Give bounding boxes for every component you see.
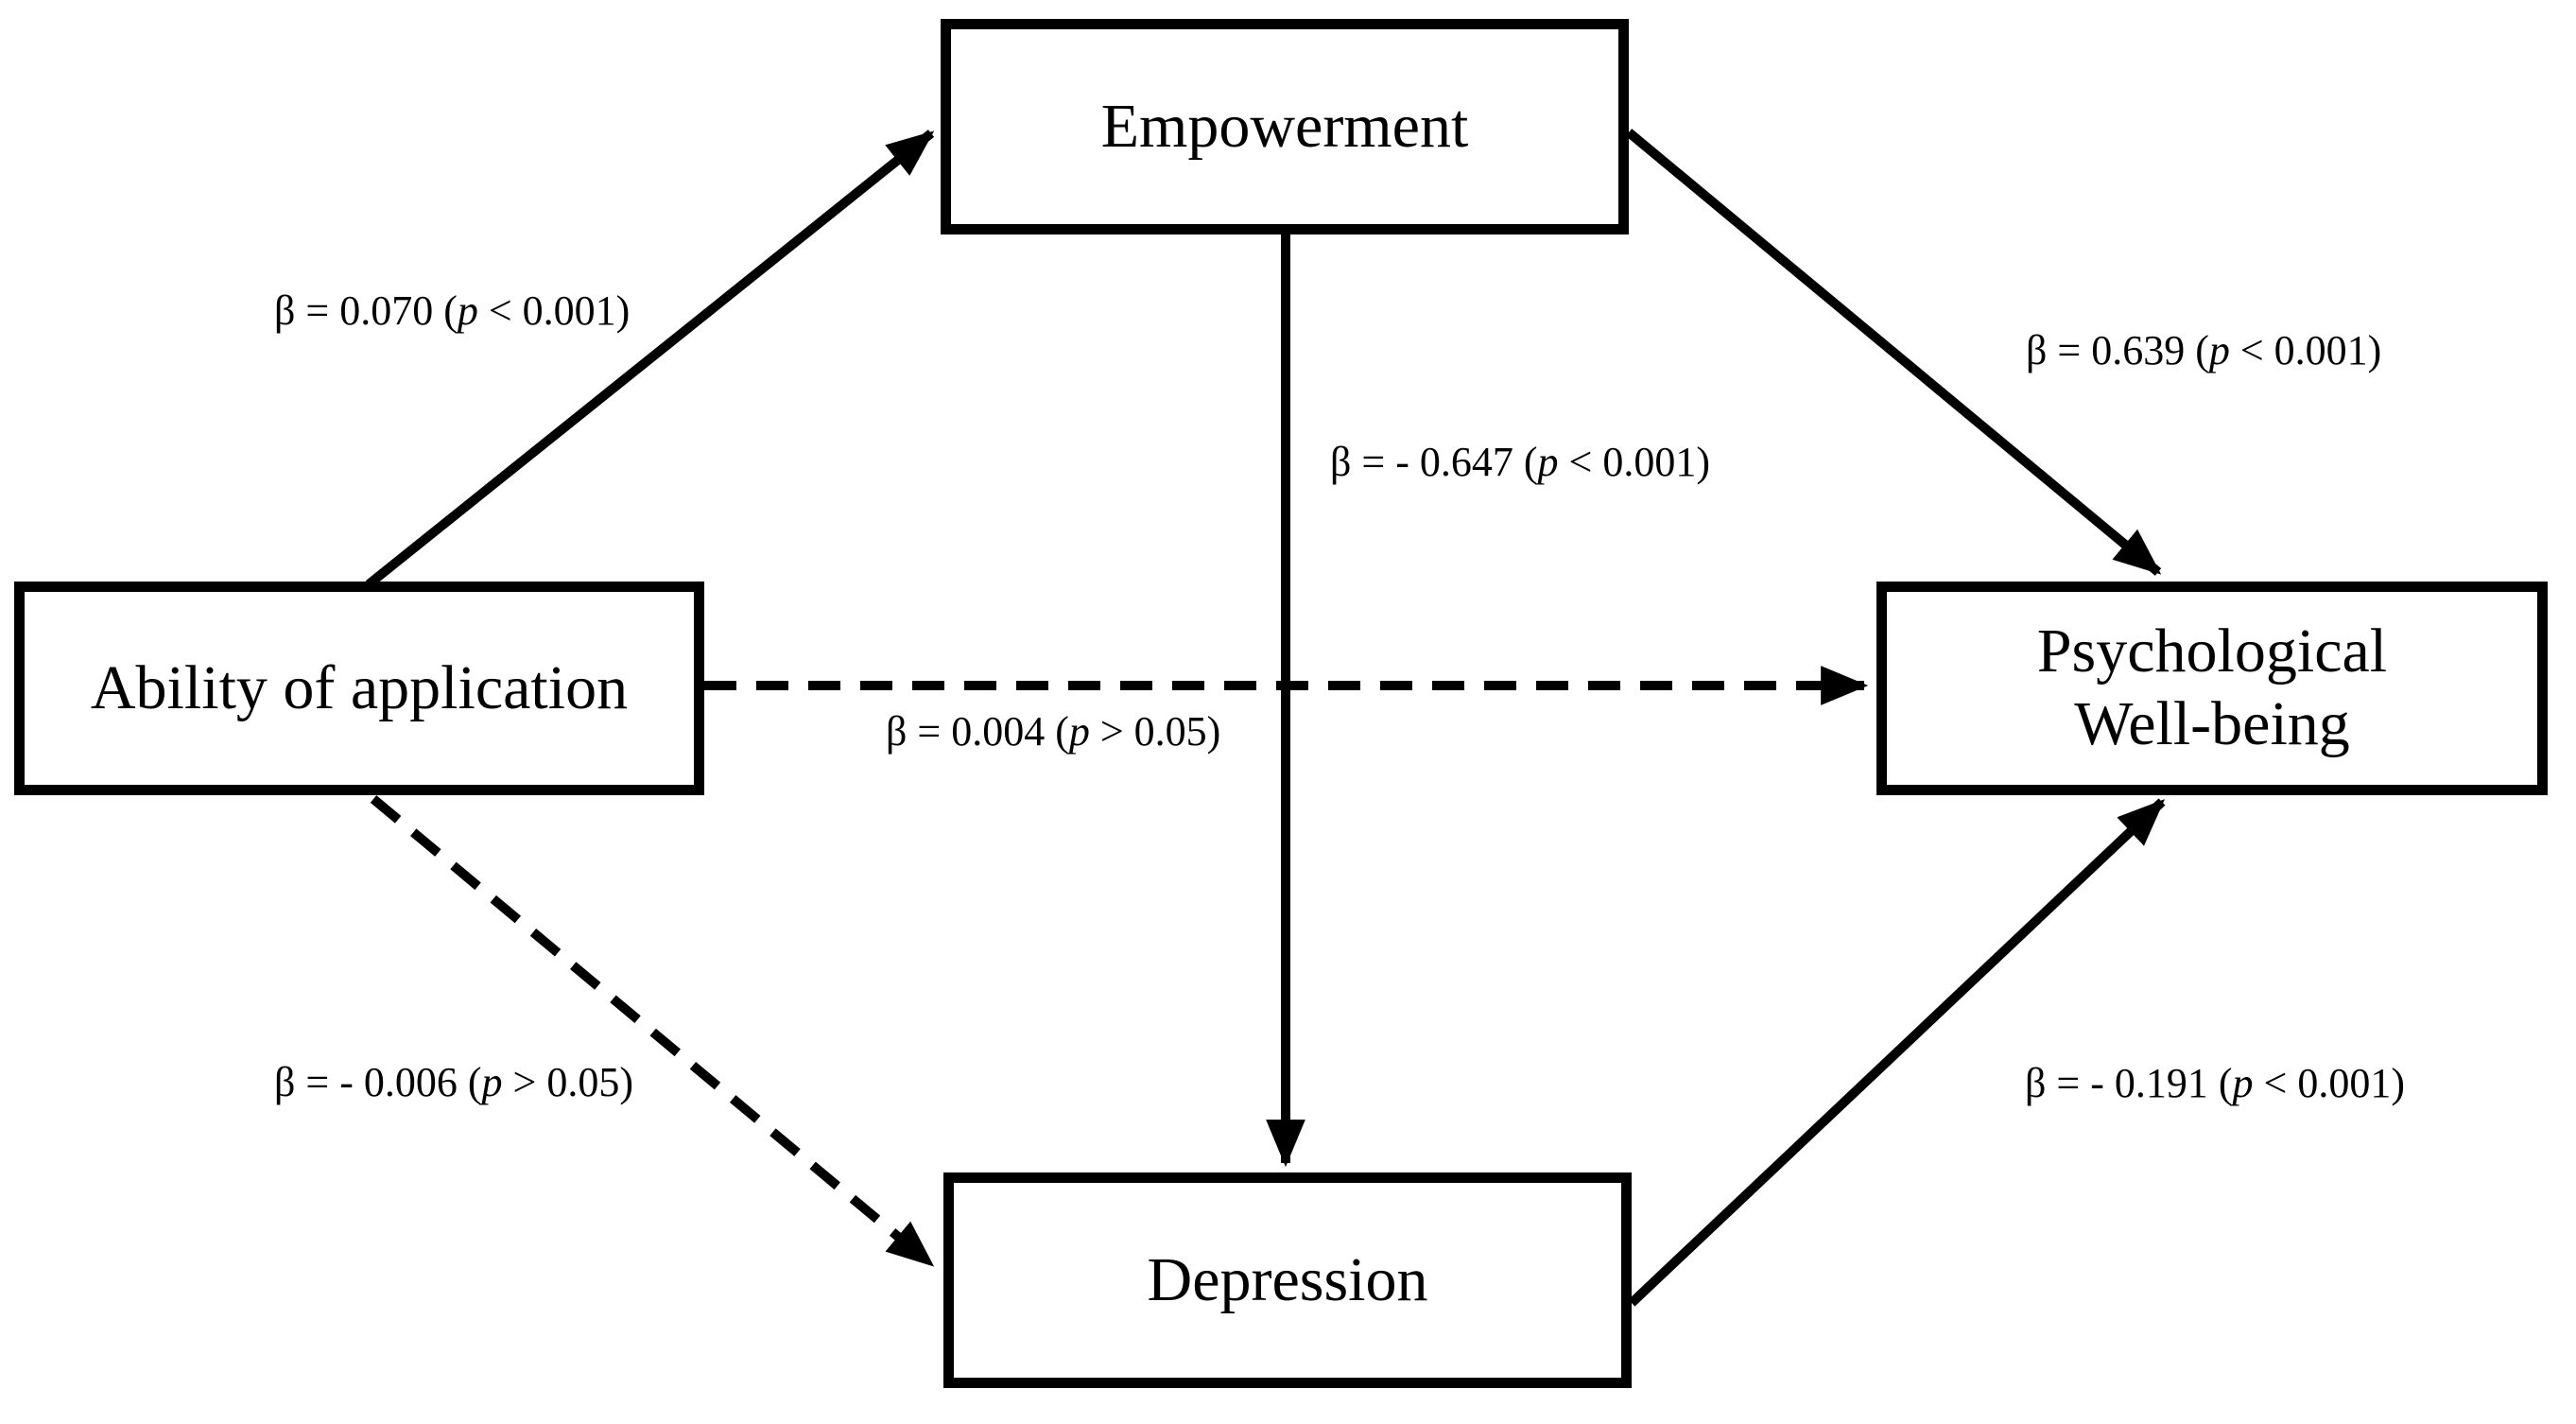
node-depression-label: Depression xyxy=(1147,1244,1428,1314)
node-empowerment-label: Empowerment xyxy=(1100,91,1469,161)
p-symbol: p xyxy=(1537,439,1559,485)
beta-text: β = - 0.006 ( xyxy=(274,1059,482,1105)
node-psychological-well-being: Psychological Well-being xyxy=(1876,582,2548,795)
arrow-ability-to-depression xyxy=(370,795,935,1268)
beta-text: β = - 0.191 ( xyxy=(2025,1060,2233,1106)
arrow-ability-to-empowerment xyxy=(365,130,935,588)
p-value-text: < 0.001) xyxy=(1558,439,1710,485)
beta-text: β = 0.004 ( xyxy=(886,708,1069,755)
coefficient-label-ability-to-depression: β = - 0.006 (p > 0.05) xyxy=(274,1058,633,1108)
node-wellbeing-label-line1: Psychological xyxy=(2036,616,2388,686)
beta-text: β = - 0.647 ( xyxy=(1330,439,1538,485)
node-ability-label: Ability of application xyxy=(90,652,629,722)
p-value-text: < 0.001) xyxy=(477,287,631,334)
beta-text: β = 0.070 ( xyxy=(274,287,458,334)
p-value-text: > 0.05) xyxy=(502,1059,633,1105)
coefficient-label-empowerment-to-wellbeing: β = 0.639 (p < 0.001) xyxy=(2026,326,2381,376)
node-empowerment: Empowerment xyxy=(941,19,1629,234)
p-symbol: p xyxy=(2232,1060,2254,1106)
p-value-text: < 0.001) xyxy=(2229,327,2382,373)
node-depression: Depression xyxy=(943,1172,1632,1388)
p-symbol: p xyxy=(1068,708,1090,755)
p-value-text: > 0.05) xyxy=(1089,708,1221,755)
coefficient-label-depression-to-wellbeing: β = - 0.191 (p < 0.001) xyxy=(2025,1059,2405,1109)
coefficient-label-ability-to-empowerment: β = 0.070 (p < 0.001) xyxy=(274,287,630,337)
coefficient-label-ability-to-wellbeing: β = 0.004 (p > 0.05) xyxy=(886,707,1220,757)
p-symbol: p xyxy=(481,1059,503,1105)
arrow-depression-to-wellbeing xyxy=(1628,798,2166,1307)
p-symbol: p xyxy=(457,287,478,334)
node-wellbeing-label-line2: Well-being xyxy=(2074,689,2350,758)
p-symbol: p xyxy=(2208,327,2230,373)
arrow-empowerment-to-wellbeing xyxy=(1625,129,2162,576)
p-value-text: < 0.001) xyxy=(2253,1060,2405,1106)
node-ability-of-application: Ability of application xyxy=(14,582,704,795)
beta-text: β = 0.639 ( xyxy=(2026,327,2209,373)
coefficient-label-empowerment-to-depression: β = - 0.647 (p < 0.001) xyxy=(1330,438,1710,488)
